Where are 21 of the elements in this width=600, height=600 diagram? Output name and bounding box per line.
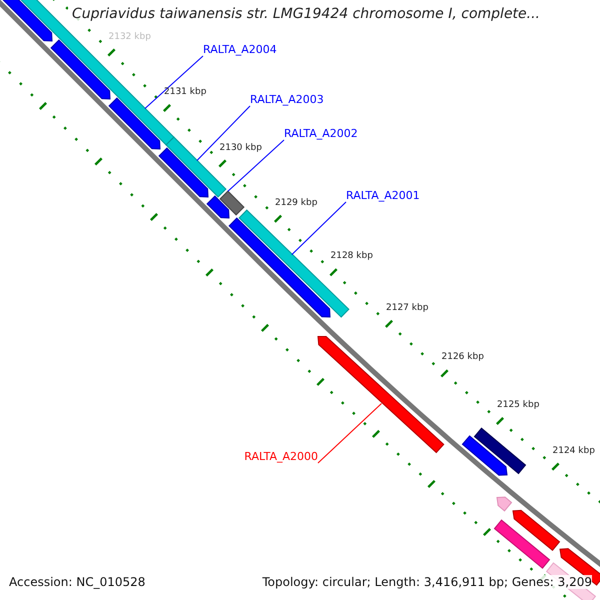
scale-label: 2126 kbp [442,352,484,362]
genome-summary-text: Topology: circular; Length: 3,416,911 bp; Genes: 3,209 [262,575,592,589]
leader-line [291,202,346,256]
gene-label: RALTA_A2002 [284,128,358,140]
leader-line [196,106,250,161]
leader-line [144,56,204,109]
leader-line [318,403,382,464]
scale-label: 2128 kbp [330,251,373,262]
scale-label: 2127 kbp [386,302,428,313]
accession-text: Accession: NC_010528 [9,575,146,589]
scale-label: 2131 kbp [164,87,206,97]
gene-label: RALTA_A2001 [346,190,420,202]
gene-label: RALTA_A2003 [250,94,324,106]
gene-label: RALTA_A2000 [244,451,318,463]
gene-label: RALTA_A2004 [203,44,277,56]
gene-feature [219,190,245,216]
leader-line [227,140,284,192]
scale-label: 2130 kbp [220,142,262,152]
scale-label: 2124 kbp [552,446,595,456]
scale-label: 2125 kbp [497,400,540,410]
scale-label: 2132 kbp [108,32,151,42]
